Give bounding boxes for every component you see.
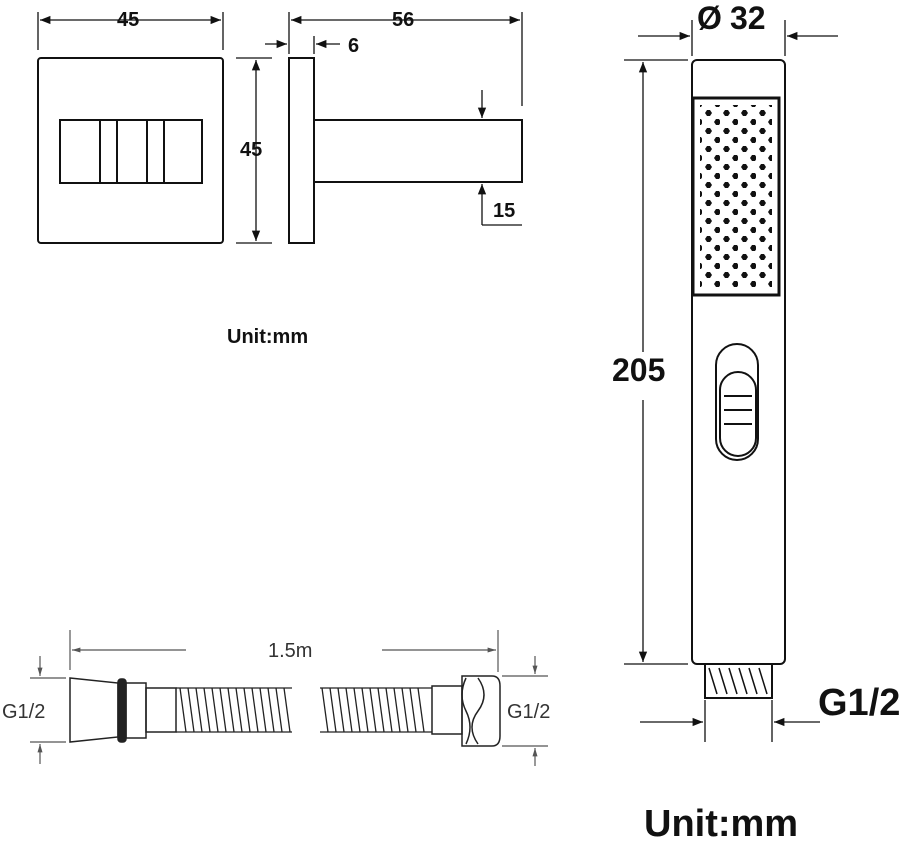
hose-right-thread-dimension [502,656,548,766]
bracket-front-view [37,57,224,244]
spray-face [700,105,772,288]
hose-right-segment [320,687,432,733]
bracket-width-label: 45 [117,9,140,31]
bar-size-label: 15 [493,200,516,222]
hose-left-thread-label: G1/2 [2,701,46,723]
shower-thread [704,663,773,699]
hose-length-dimension [69,630,499,672]
hose-length-label: 1.5m [268,640,313,662]
bracket-front-height-dimension [236,57,272,244]
hose-left-thread-dimension [30,656,66,764]
shower-unit-label: Unit:mm [644,803,799,845]
shower-head-body [691,59,786,665]
slide-button-outer [715,343,759,461]
hose-right-thread-label: G1/2 [507,701,551,723]
bracket-depth-dimension [288,12,523,106]
hose-left-fitting [69,677,177,743]
shower-thread-dimension [640,700,820,742]
bracket-height-label: 45 [240,139,263,161]
diameter-symbol: Ø [697,0,722,36]
bracket-plate-side [288,57,315,244]
bracket-depth-label: 56 [392,9,415,31]
shower-length-dimension [624,59,688,665]
shower-diameter-dimension [638,20,838,56]
bracket-plate-front [37,57,224,244]
bracket-side-view [288,57,523,244]
bracket-arm-side [313,119,523,183]
shower-diameter-label: 32 [730,0,766,36]
hose-right-fitting [431,675,501,747]
plate-thickness-dimension [265,36,340,54]
bracket-unit-label: Unit:mm [227,326,309,348]
shower-thread-label: G1/2 [818,682,901,724]
hose-left-segment [176,687,292,733]
bracket-front-width-dimension [37,12,224,50]
plate-thickness-label: 6 [348,35,360,57]
shower-length-label: 205 [612,352,666,388]
bar-size-dimension [477,90,522,226]
bracket-clip-front [59,119,203,184]
